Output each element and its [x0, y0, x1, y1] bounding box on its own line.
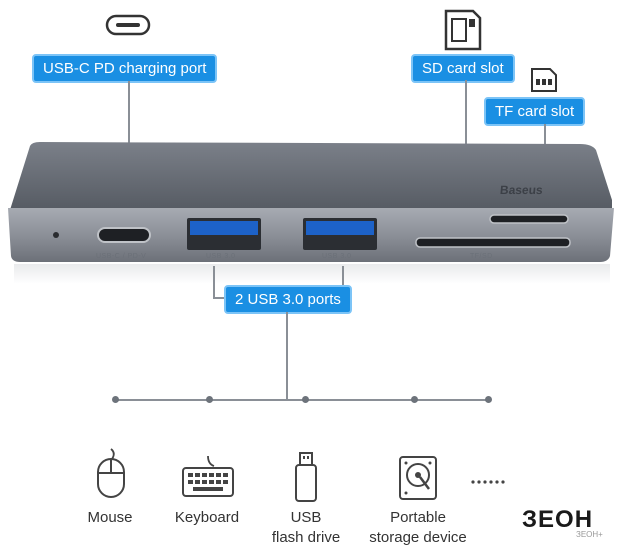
sd-card-icon — [443, 8, 483, 52]
stem-line — [286, 312, 288, 400]
flash-drive-label-line2: flash drive — [271, 529, 341, 546]
sd-slot-callout: SD card slot — [411, 54, 515, 83]
usb-c-icon — [105, 14, 151, 36]
distribution-dot — [206, 396, 213, 403]
usb-bracket-right — [342, 266, 344, 298]
keyboard-icon — [181, 454, 235, 498]
usb-c-callout: USB-C PD charging port — [32, 54, 218, 83]
usb-ports-callout: 2 USB 3.0 ports — [224, 285, 352, 314]
usb-c-port-label: USB-C / PD-V — [96, 253, 147, 260]
distribution-dot — [411, 396, 418, 403]
mouse-label: Mouse — [87, 509, 133, 526]
watermark-tagline: ЗЕОН+ — [576, 530, 603, 539]
usb-flash-drive-icon — [294, 451, 318, 503]
flash-drive-label-line1: USB — [290, 509, 322, 526]
mouse-icon — [94, 447, 128, 499]
distribution-dot — [485, 396, 492, 403]
hard-drive-icon — [398, 455, 438, 501]
watermark-logo: ЗЕОН — [522, 506, 594, 533]
usb-hub-device: Baseus USB-C / PD-V USB 3.0 USB 3.0 TF/S… — [0, 130, 625, 300]
distribution-dot — [112, 396, 119, 403]
storage-label-line2: storage device — [369, 529, 467, 546]
more-dots-icon — [470, 472, 508, 484]
storage-label-line1: Portable — [390, 509, 446, 526]
usb-port-2-label: USB 3.0 — [322, 253, 352, 260]
keyboard-label: Keyboard — [174, 509, 240, 526]
tf-card-icon — [530, 67, 558, 93]
distribution-dot — [302, 396, 309, 403]
tf-slot-callout: TF card slot — [484, 97, 586, 126]
usb-bracket-left — [213, 266, 215, 298]
hub-brand-logo: Baseus — [499, 183, 544, 197]
tf-sd-port-label: TF/SD — [470, 253, 493, 260]
usb-port-1-label: USB 3.0 — [206, 253, 236, 260]
